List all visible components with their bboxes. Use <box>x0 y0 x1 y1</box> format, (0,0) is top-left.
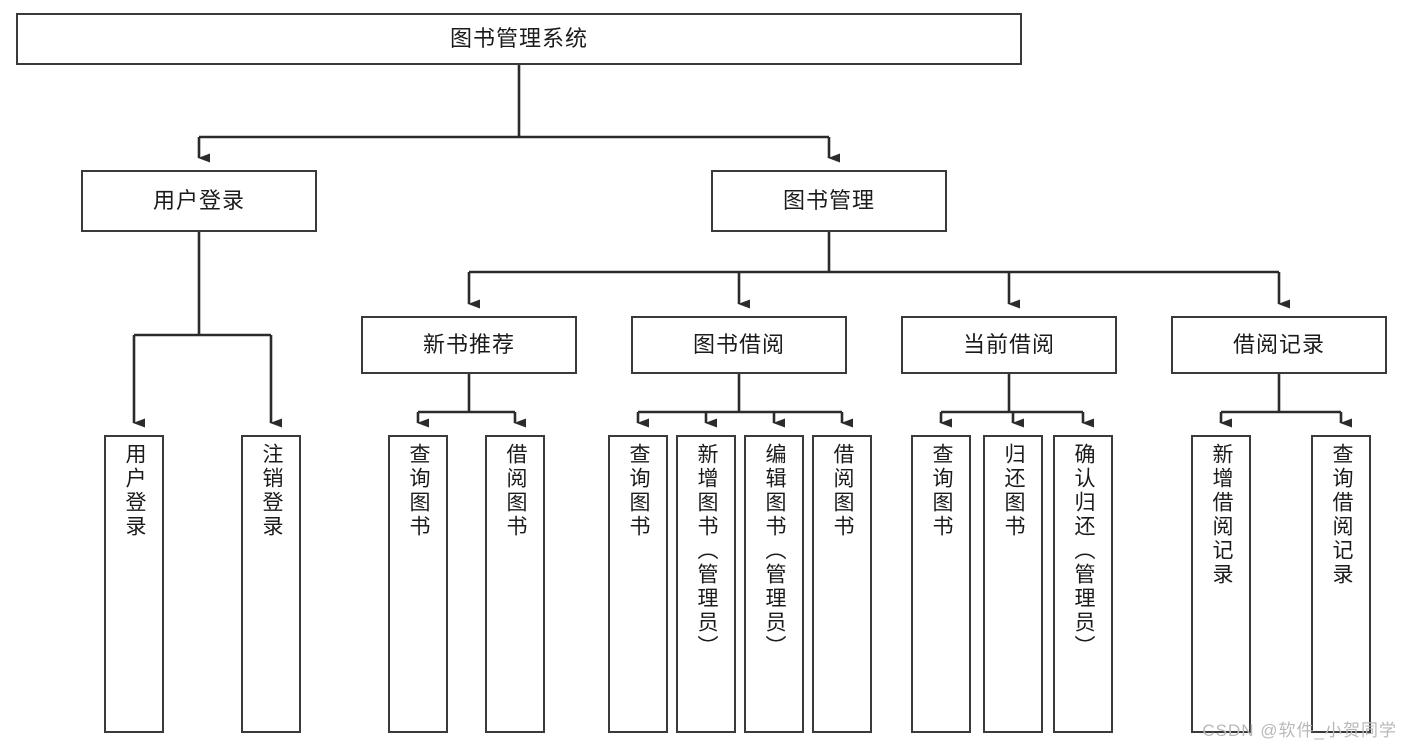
node-label: 用户登录 <box>123 443 147 539</box>
node-label: 编辑图书（管理员） <box>763 443 787 659</box>
node-label: 借阅记录 <box>1232 331 1325 357</box>
node-label: 新增借阅记录 <box>1210 443 1234 587</box>
node-leaf-query-book-3[interactable]: 查询图书 <box>911 435 971 733</box>
node-label: 确认归还（管理员） <box>1072 443 1096 659</box>
node-book-borrow[interactable]: 图书借阅 <box>631 316 847 374</box>
node-leaf-query-book-1[interactable]: 查询图书 <box>388 435 448 733</box>
node-label: 借阅图书 <box>504 443 528 539</box>
node-label: 借阅图书 <box>831 443 855 539</box>
node-label: 查询图书 <box>627 443 651 539</box>
node-label: 查询借阅记录 <box>1330 443 1354 587</box>
node-label: 新书推荐 <box>422 331 515 357</box>
node-leaf-borrow-book-2[interactable]: 借阅图书 <box>812 435 872 733</box>
node-borrow-record[interactable]: 借阅记录 <box>1171 316 1387 374</box>
node-leaf-return-book[interactable]: 归还图书 <box>983 435 1043 733</box>
node-leaf-user-login[interactable]: 用户登录 <box>104 435 164 733</box>
node-leaf-query-book-2[interactable]: 查询图书 <box>608 435 668 733</box>
node-label: 归还图书 <box>1002 443 1026 539</box>
node-book-manage[interactable]: 图书管理 <box>711 170 947 232</box>
node-label: 注销登录 <box>260 443 284 539</box>
node-new-book-recommend[interactable]: 新书推荐 <box>361 316 577 374</box>
node-label: 当前借阅 <box>962 331 1055 357</box>
node-leaf-confirm-return[interactable]: 确认归还（管理员） <box>1053 435 1113 733</box>
node-label: 新增图书（管理员） <box>695 443 719 659</box>
node-label: 查询图书 <box>407 443 431 539</box>
node-label: 查询图书 <box>930 443 954 539</box>
watermark-text: CSDN @软件_小贺同学 <box>1202 721 1397 740</box>
node-current-borrow[interactable]: 当前借阅 <box>901 316 1117 374</box>
node-label: 图书管理 <box>782 187 875 213</box>
node-leaf-add-book[interactable]: 新增图书（管理员） <box>676 435 736 733</box>
node-leaf-add-record[interactable]: 新增借阅记录 <box>1191 435 1251 733</box>
node-leaf-edit-book[interactable]: 编辑图书（管理员） <box>744 435 804 733</box>
node-user-login[interactable]: 用户登录 <box>81 170 317 232</box>
node-label: 图书管理系统 <box>449 25 588 51</box>
node-leaf-logout[interactable]: 注销登录 <box>241 435 301 733</box>
node-leaf-borrow-book-1[interactable]: 借阅图书 <box>485 435 545 733</box>
node-label: 用户登录 <box>152 187 245 213</box>
node-leaf-query-record[interactable]: 查询借阅记录 <box>1311 435 1371 733</box>
node-label: 图书借阅 <box>692 331 785 357</box>
node-root-system[interactable]: 图书管理系统 <box>16 13 1022 65</box>
